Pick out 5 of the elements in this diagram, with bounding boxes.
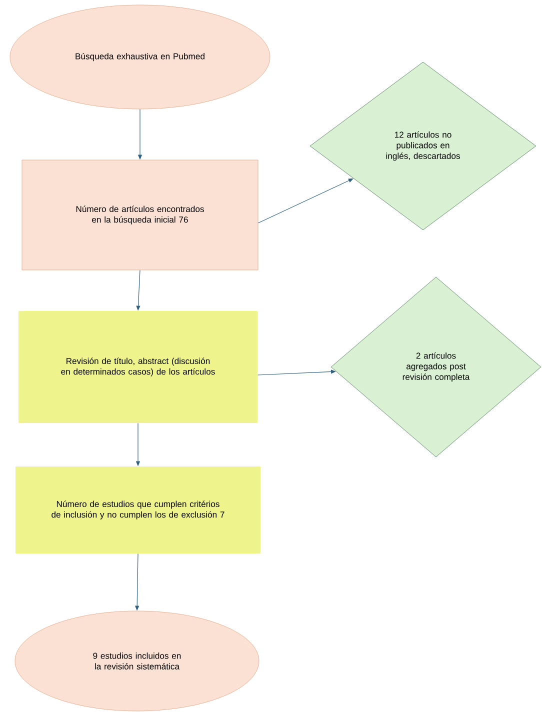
process-box: Número de estudios que cumplen critérios de inclusión y no cumplen los de exclusión 7	[16, 466, 260, 554]
arrow	[258, 178, 354, 224]
arrow	[257, 370, 336, 376]
process-box: Número de artículos encontrados en la búsqueda inicial 76	[22, 160, 258, 270]
process-box: Revisión de título, abstract (discusión en determinados casos) de los artículos	[18, 311, 258, 423]
